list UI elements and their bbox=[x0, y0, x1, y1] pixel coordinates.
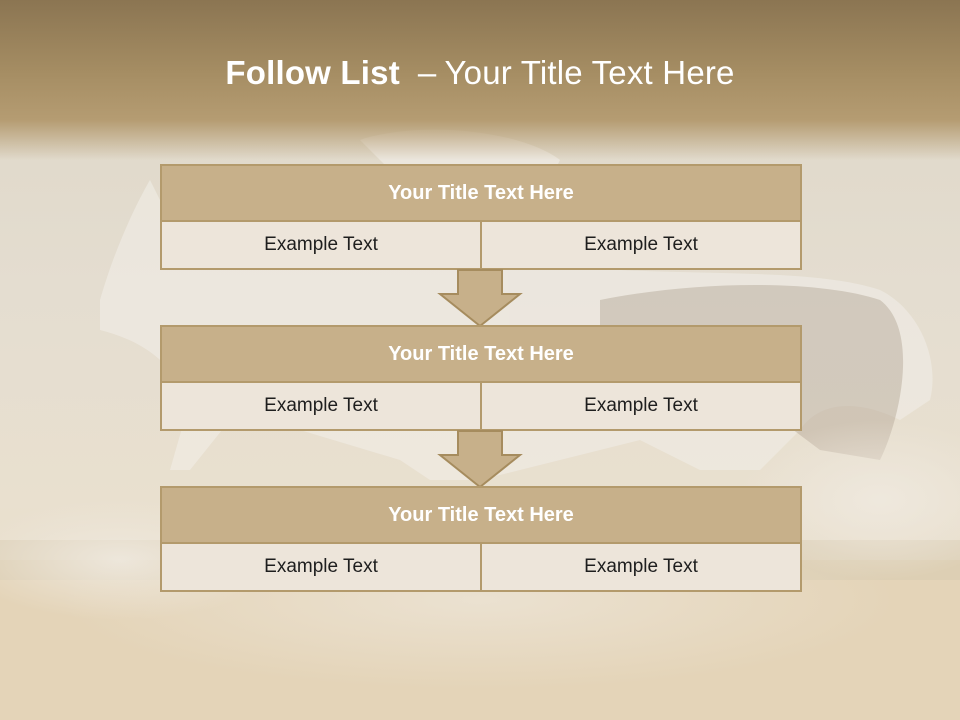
step-heading-3[interactable]: Your Title Text Here bbox=[162, 488, 800, 544]
step-block-1: Your Title Text Here Example Text Exampl… bbox=[160, 164, 802, 270]
title-separator: – bbox=[417, 54, 437, 91]
step-3-right-text[interactable]: Example Text bbox=[480, 544, 800, 590]
title-rest: Your Title Text Here bbox=[444, 54, 735, 91]
step-2-left-text[interactable]: Example Text bbox=[162, 383, 480, 429]
step-block-2: Your Title Text Here Example Text Exampl… bbox=[160, 325, 802, 431]
step-row-2: Example Text Example Text bbox=[162, 383, 800, 429]
slide-title: Follow List–Your Title Text Here bbox=[0, 54, 960, 92]
step-heading-2[interactable]: Your Title Text Here bbox=[162, 327, 800, 383]
step-3-left-text[interactable]: Example Text bbox=[162, 544, 480, 590]
step-block-3: Your Title Text Here Example Text Exampl… bbox=[160, 486, 802, 592]
down-arrow-icon bbox=[437, 430, 523, 489]
step-2-right-text[interactable]: Example Text bbox=[480, 383, 800, 429]
step-heading-1[interactable]: Your Title Text Here bbox=[162, 166, 800, 222]
header-band bbox=[0, 0, 960, 160]
step-1-left-text[interactable]: Example Text bbox=[162, 222, 480, 268]
step-row-3: Example Text Example Text bbox=[162, 544, 800, 590]
step-1-right-text[interactable]: Example Text bbox=[480, 222, 800, 268]
step-row-1: Example Text Example Text bbox=[162, 222, 800, 268]
title-bold-part: Follow List bbox=[225, 54, 400, 91]
down-arrow-icon bbox=[437, 269, 523, 328]
